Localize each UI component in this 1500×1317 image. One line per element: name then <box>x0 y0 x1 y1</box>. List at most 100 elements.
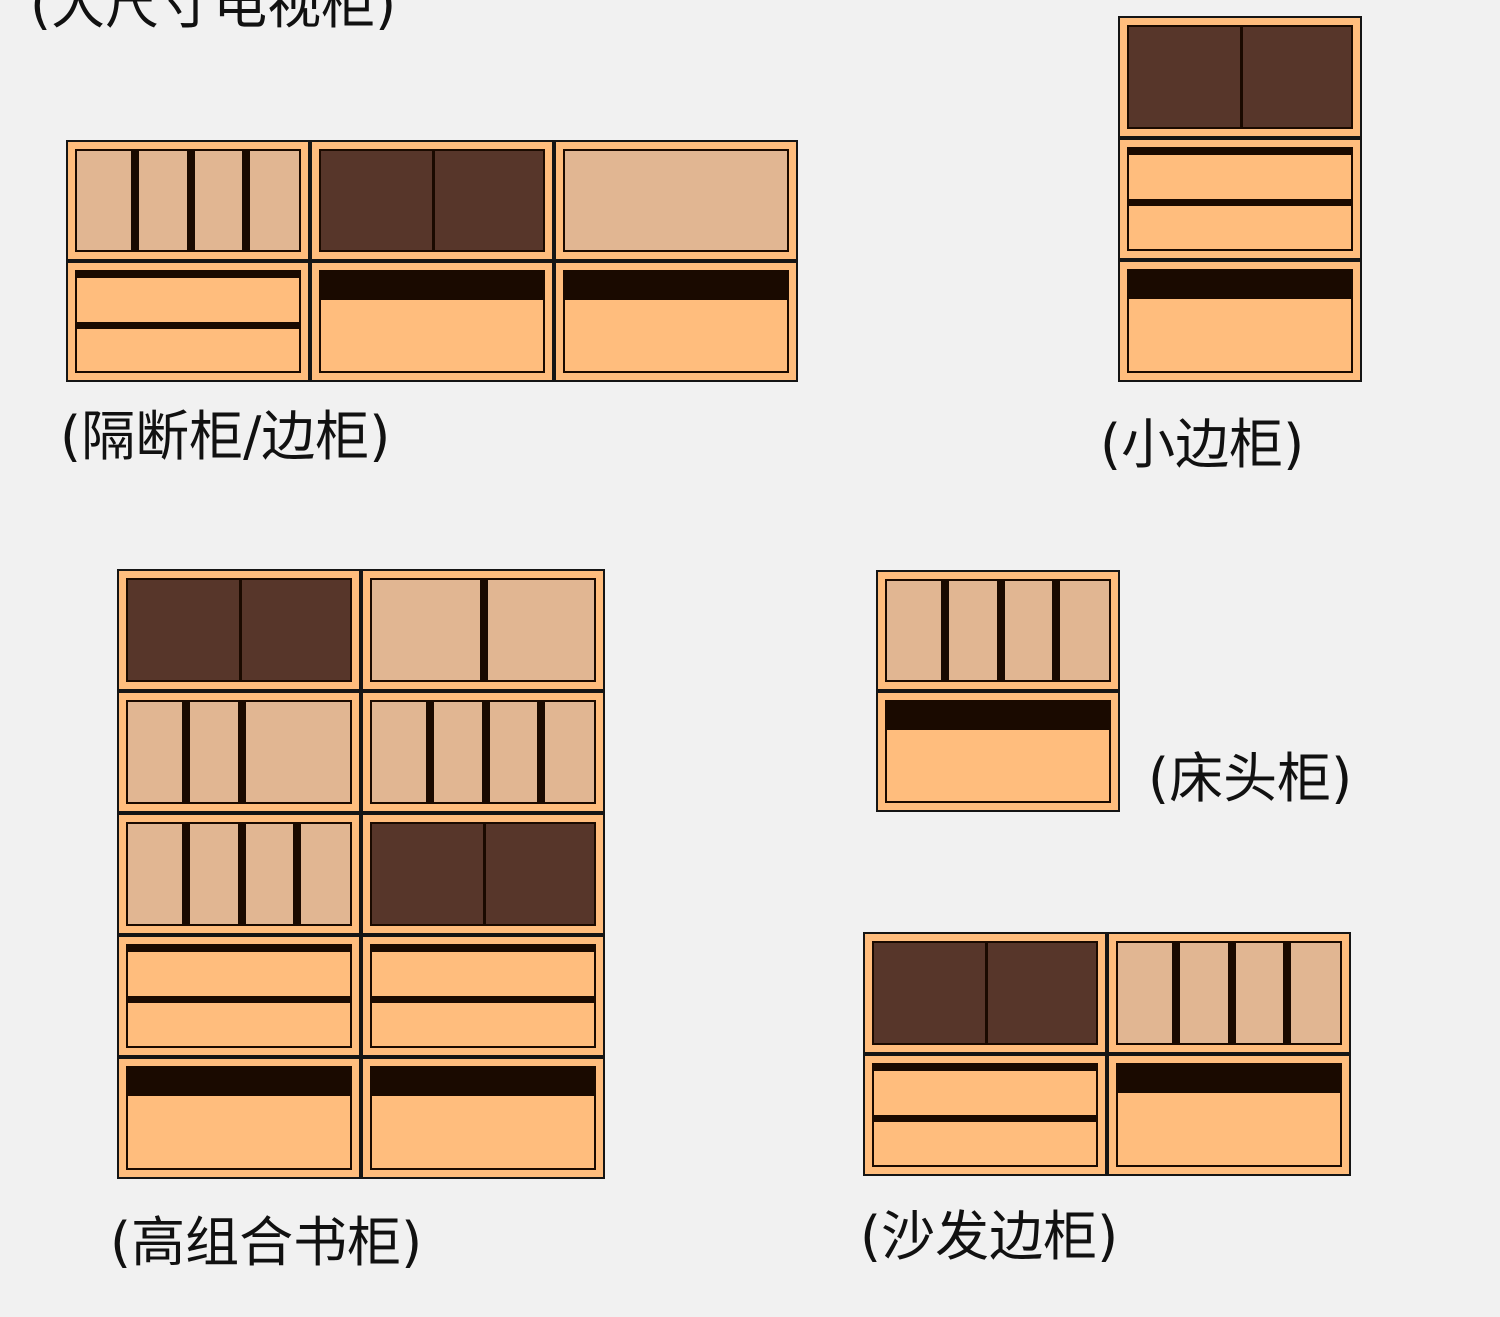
door-divider <box>131 151 140 250</box>
shelf-top-bar <box>128 1068 350 1096</box>
tall-bookcase-caption: (高组合书柜) <box>110 1211 423 1274</box>
module-two-dark-doors <box>310 140 554 261</box>
module-four-panel-doors <box>876 570 1120 691</box>
light-door-panel <box>563 149 789 252</box>
dark-door-panel <box>370 822 596 926</box>
module-four-panel-doors <box>1107 932 1351 1054</box>
module-open-shelf <box>117 1057 361 1179</box>
drawer-panel <box>126 944 352 1048</box>
door-divider <box>1227 943 1236 1043</box>
light-door-panel <box>885 579 1111 682</box>
shelf-panel <box>126 1066 352 1170</box>
door-divider <box>1052 581 1061 680</box>
module-two-dark-doors <box>1118 16 1362 138</box>
module-open-shelf <box>361 1057 605 1179</box>
top-cabinet-caption: (大尺寸电视柜) <box>30 0 397 36</box>
drawer-top-bar <box>372 946 594 952</box>
module-open-shelf <box>876 691 1120 812</box>
module-open-shelf <box>554 261 798 382</box>
shelf-panel <box>885 700 1111 803</box>
sofa-side-cabinet <box>863 932 1351 1176</box>
door-divider <box>1240 27 1243 127</box>
light-door-panel <box>126 700 352 804</box>
drawer-panel <box>1127 147 1353 251</box>
module-two-dark-doors <box>117 569 361 691</box>
door-divider <box>182 824 191 924</box>
module-two-light-doors <box>361 569 605 691</box>
door-divider <box>1283 943 1292 1043</box>
drawer-top-bar <box>128 946 350 952</box>
drawer-divider <box>1129 199 1351 206</box>
shelf-panel <box>563 270 789 373</box>
door-divider <box>237 824 246 924</box>
dark-door-panel <box>126 578 352 682</box>
drawer-panel <box>872 1063 1098 1167</box>
drawer-top-bar <box>874 1065 1096 1071</box>
door-divider <box>1172 943 1181 1043</box>
drawer-top-bar <box>1129 149 1351 155</box>
door-divider <box>996 581 1005 680</box>
shelf-top-bar <box>565 272 787 300</box>
shelf-top-bar <box>887 702 1109 730</box>
light-door-panel <box>75 149 301 252</box>
light-door-panel <box>126 822 352 926</box>
door-divider <box>479 580 488 680</box>
module-open-shelf <box>1107 1054 1351 1176</box>
drawer-divider <box>372 996 594 1003</box>
bedside-cabinet-caption: (床头柜) <box>1148 747 1353 810</box>
door-divider <box>985 943 988 1043</box>
module-two-drawers <box>117 935 361 1057</box>
shelf-panel <box>319 270 545 373</box>
partition-cabinet <box>66 140 798 382</box>
module-open-shelf <box>310 261 554 382</box>
drawer-panel <box>75 270 301 373</box>
module-four-panel-doors <box>66 140 310 261</box>
door-divider <box>293 824 302 924</box>
door-divider <box>941 581 950 680</box>
drawer-divider <box>77 321 299 329</box>
partition-cabinet-caption: (隔断柜/边柜) <box>60 405 391 468</box>
dark-door-panel <box>872 941 1098 1045</box>
module-two-drawers <box>1118 138 1362 260</box>
light-door-panel <box>1116 941 1342 1045</box>
module-two-dark-doors <box>361 813 605 935</box>
door-divider <box>186 151 195 250</box>
module-three-light-doors <box>117 691 361 813</box>
door-divider <box>182 702 191 802</box>
light-door-panel <box>370 700 596 804</box>
shelf-top-bar <box>372 1068 594 1096</box>
door-divider <box>481 702 490 802</box>
module-two-drawers <box>66 261 310 382</box>
dark-door-panel <box>319 149 545 252</box>
drawer-top-bar <box>77 272 299 278</box>
bedside-cabinet <box>876 570 1120 812</box>
module-four-panel-doors <box>361 691 605 813</box>
shelf-top-bar <box>1129 271 1351 299</box>
module-single-light-door <box>554 140 798 261</box>
shelf-top-bar <box>1118 1065 1340 1093</box>
module-open-shelf <box>1118 260 1362 382</box>
module-two-drawers <box>361 935 605 1057</box>
module-two-drawers <box>863 1054 1107 1176</box>
door-divider <box>237 702 246 802</box>
drawer-divider <box>874 1115 1096 1122</box>
drawer-panel <box>370 944 596 1048</box>
shelf-top-bar <box>321 272 543 300</box>
tall-bookcase <box>117 569 605 1179</box>
door-divider <box>239 580 242 680</box>
door-divider <box>483 824 486 924</box>
small-side-cabinet <box>1118 16 1362 382</box>
shelf-panel <box>1116 1063 1342 1167</box>
light-door-panel <box>370 578 596 682</box>
module-four-panel-doors <box>117 813 361 935</box>
door-divider <box>242 151 251 250</box>
dark-door-panel <box>1127 25 1353 129</box>
door-divider <box>537 702 546 802</box>
small-side-cabinet-caption: (小边柜) <box>1100 413 1305 476</box>
drawer-divider <box>128 996 350 1003</box>
sofa-side-cabinet-caption: (沙发边柜) <box>860 1205 1119 1268</box>
door-divider <box>426 702 435 802</box>
shelf-panel <box>370 1066 596 1170</box>
module-two-dark-doors <box>863 932 1107 1054</box>
shelf-panel <box>1127 269 1353 373</box>
